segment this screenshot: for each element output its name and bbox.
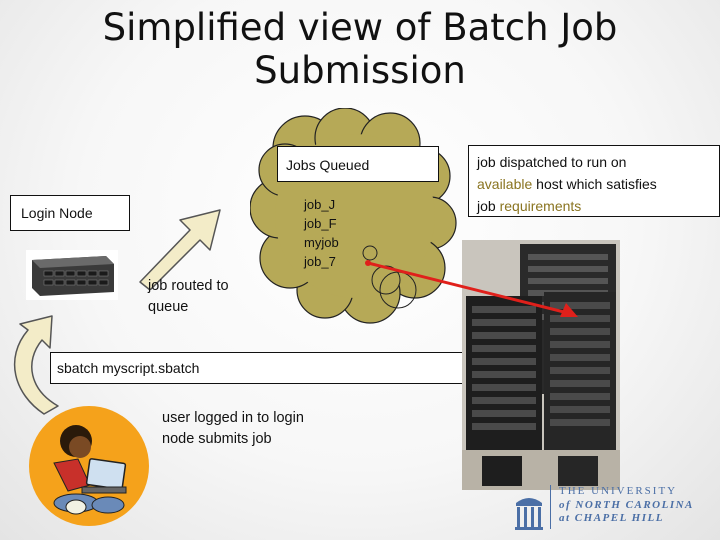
dispatch-line-3: job <box>477 198 500 214</box>
login-node-server-image <box>26 250 118 300</box>
queued-job: job_7 <box>304 254 336 269</box>
routed-text: job routed to queue <box>148 276 229 318</box>
dispatch-arrow <box>365 260 578 317</box>
user-avatar-illustration <box>29 406 149 526</box>
route-to-queue-arrow <box>139 209 221 290</box>
compute-cluster-racks-image <box>462 240 620 490</box>
title-line-2: Submission <box>254 49 466 92</box>
queued-job: job_F <box>304 216 337 231</box>
old-well-logo-icon <box>515 498 543 530</box>
dispatch-line-2: host which satisfies <box>532 176 657 192</box>
submit-curved-arrow <box>13 315 59 415</box>
logo-line-1: THE UNIVERSITY <box>559 485 678 497</box>
job-queue-list: job_J job_F myjob job_7 <box>304 195 339 271</box>
dispatch-text-box: job dispatched to run on available host … <box>468 145 720 217</box>
queued-job: myjob <box>304 235 339 250</box>
command-box: sbatch myscript.sbatch <box>50 352 468 384</box>
dispatch-highlight-requirements: requirements <box>499 198 582 214</box>
dispatch-highlight-available: available <box>477 176 533 192</box>
jobs-queued-label: Jobs Queued <box>286 157 370 173</box>
queued-job: job_J <box>304 197 336 212</box>
slide-title: Simplified view of Batch Job Submission <box>0 6 720 92</box>
login-node-label: Login Node <box>21 205 93 221</box>
routed-line-1: job routed to <box>148 278 229 294</box>
logo-line-2: of NORTH CAROLINA <box>559 499 694 511</box>
unc-logo-text: THE UNIVERSITY of NORTH CAROLINA at CHAP… <box>550 485 694 529</box>
logo-line-3: at CHAPEL HILL <box>559 512 664 524</box>
user-text: user logged in to login node submits job <box>162 408 304 450</box>
login-node-box: Login Node <box>10 195 130 231</box>
jobs-queued-label-box: Jobs Queued <box>277 146 439 182</box>
sbatch-command: sbatch myscript.sbatch <box>57 360 200 376</box>
title-line-1: Simplified view of Batch Job <box>102 6 618 49</box>
user-line-2: node submits job <box>162 431 272 447</box>
dispatch-line-1: job dispatched to run on <box>477 154 627 170</box>
routed-line-2: queue <box>148 299 189 315</box>
user-line-1: user logged in to login <box>162 410 304 426</box>
